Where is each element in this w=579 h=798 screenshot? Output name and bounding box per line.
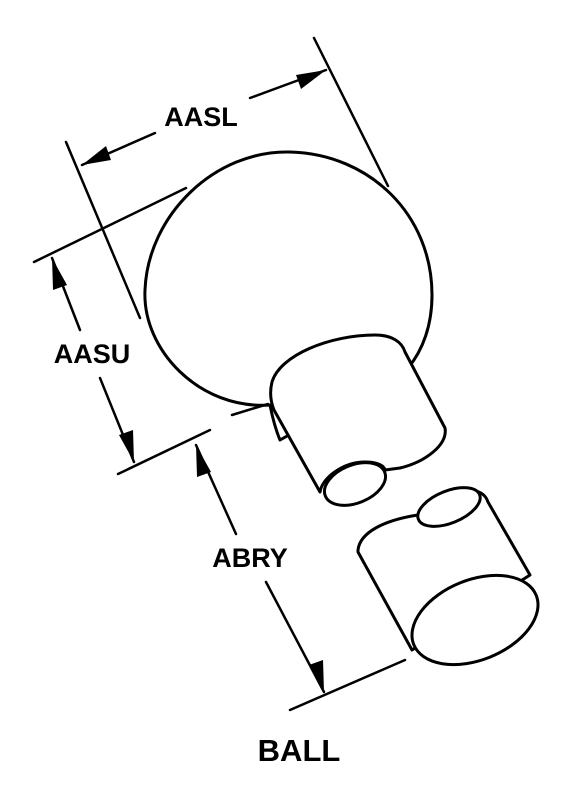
extension-lines: [32, 36, 407, 712]
aasl-label: AASL: [164, 102, 238, 132]
aasu-dimension: AASU: [50, 256, 136, 464]
lower-cylinder: [356, 486, 540, 667]
abry-dimension: ABRY: [194, 443, 326, 694]
aasl-arrow-right: [296, 70, 326, 89]
abry-arrow-top: [196, 445, 211, 477]
aasu-arrow-bottom: [119, 430, 134, 462]
aasu-arrow-top: [52, 258, 67, 290]
abry-label: ABRY: [212, 543, 288, 573]
part-name-label: BALL: [258, 733, 341, 768]
aasu-label: AASU: [54, 339, 131, 369]
aasl-dimension: AASL: [80, 68, 328, 167]
upper-shank: [269, 333, 447, 507]
abry-arrow-bottom: [309, 660, 324, 692]
aasl-arrow-left: [82, 146, 111, 165]
